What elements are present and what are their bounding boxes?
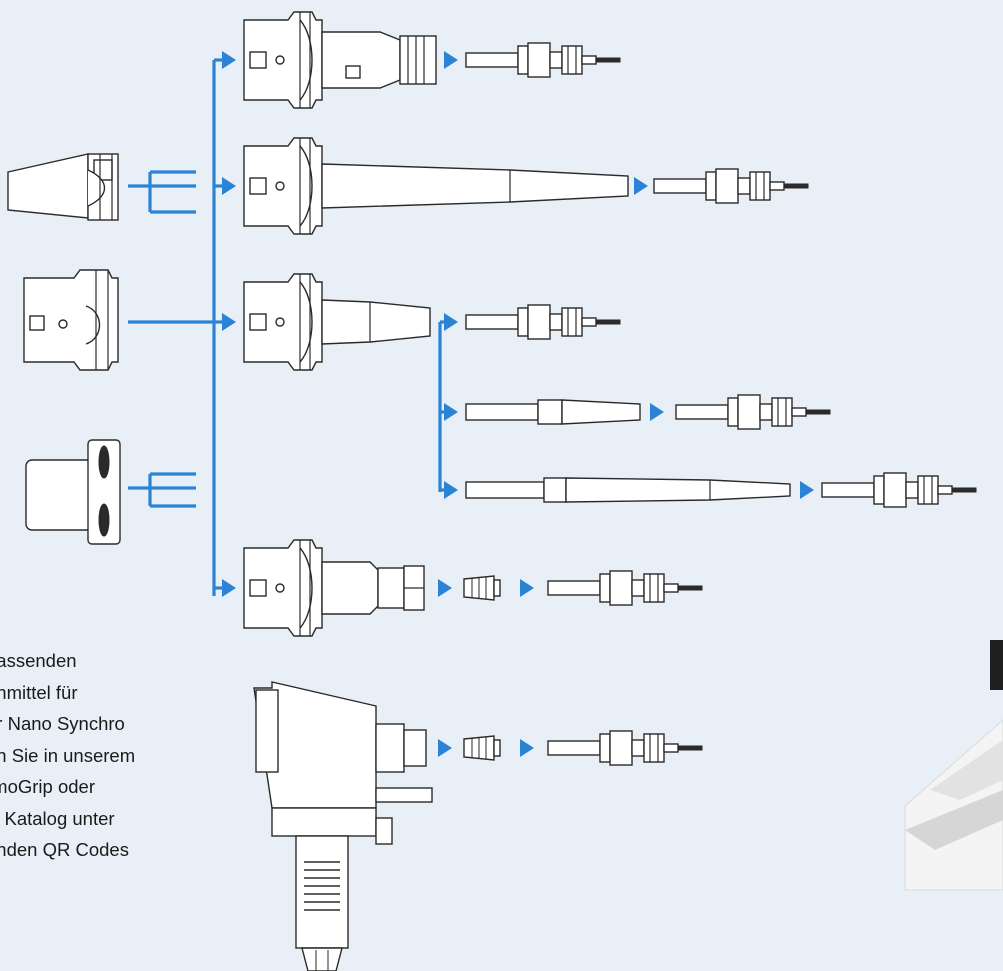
sk-taper-holder-icon [7, 153, 119, 221]
caption-line: en Sie in unserem [0, 744, 136, 766]
end-mill-icon [821, 472, 977, 508]
main-branch [212, 51, 236, 597]
hsk-collet-chuck-icon [243, 539, 425, 637]
machine-part-image [904, 640, 1003, 891]
end-mill-icon [547, 570, 703, 606]
collet-icon [463, 575, 501, 601]
end-mill-icon [547, 730, 703, 766]
sub-branch [438, 313, 458, 499]
collet-icon [463, 735, 501, 761]
caption-line: passenden [0, 650, 77, 671]
angle-head-icon [253, 681, 433, 971]
source-connectors [128, 170, 214, 508]
hsk-holder-icon [23, 269, 119, 371]
end-mill-icon [653, 168, 809, 204]
caption-line: rmoGrip oder [0, 776, 95, 797]
end-mill-icon [675, 394, 831, 430]
caption-line: C Katalog unter [0, 807, 115, 829]
capto-holder-icon [25, 439, 121, 545]
extension-icon [465, 477, 791, 503]
end-mill-icon [465, 304, 621, 340]
extension-icon [465, 399, 641, 425]
caption-line: enden QR Codes [0, 839, 129, 860]
hsk-shrink-long-icon [243, 137, 629, 235]
end-mill-icon [465, 42, 621, 78]
caption-line: er Nano Synchro [0, 713, 125, 734]
hsk-shrink-short-icon [243, 273, 431, 371]
hsk-hydraulic-chuck-icon [243, 11, 437, 109]
